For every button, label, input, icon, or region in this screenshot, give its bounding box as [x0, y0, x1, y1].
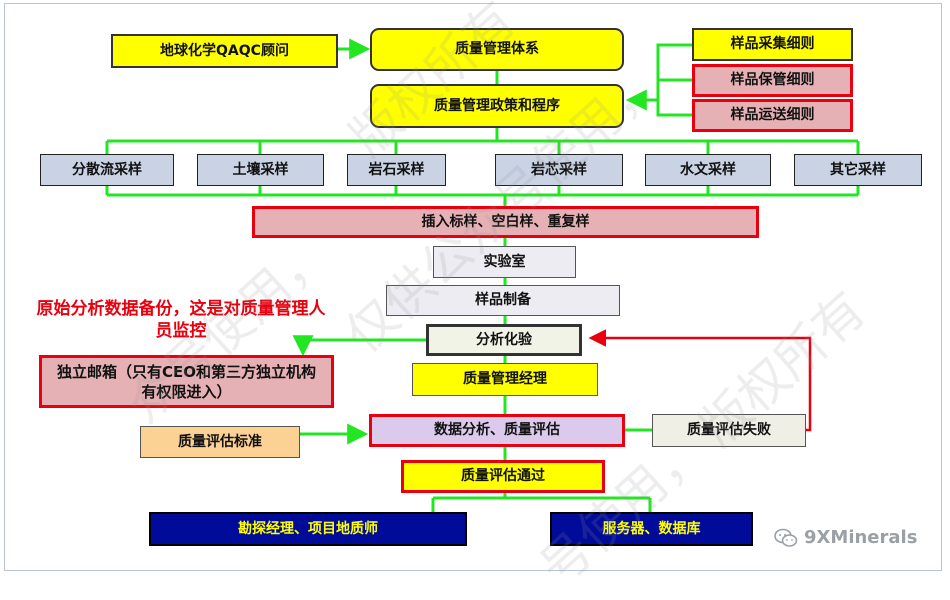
sampling-hydro-box: 水文采样: [645, 154, 771, 186]
sample-transport-rules-box: 样品运送细则: [692, 99, 853, 132]
outer-frame: [4, 3, 942, 571]
laboratory-box: 实验室: [433, 246, 576, 278]
qa-failed-box: 质量评估失败: [652, 414, 806, 447]
sampling-other-box: 其它采样: [794, 154, 922, 186]
brand-mark: 9XMinerals: [774, 527, 917, 548]
brand-name: 9XMinerals: [804, 527, 918, 548]
data-analysis-box: 数据分析、质量评估: [369, 414, 625, 447]
independent-mailbox-box: 独立邮箱（只有CEO和第三方独立机构有权限进入）: [39, 355, 334, 408]
link-rules-bracket: [656, 43, 692, 117]
backup-note: 原始分析数据备份，这是对质量管理人员监控: [36, 299, 326, 341]
quality-management-system-box: 质量管理体系: [370, 28, 624, 71]
sample-storage-rules-box: 样品保管细则: [692, 64, 853, 97]
insert-standards-box: 插入标样、空白样、重复样: [252, 206, 759, 238]
link-failed-to-analysis: [588, 329, 812, 432]
sampling-top-drops: [105, 141, 860, 154]
sample-collection-rules-box: 样品采集细则: [692, 28, 853, 61]
sampling-bottom-rises: [105, 186, 860, 195]
link-analysis-to-mailbox: [292, 335, 426, 357]
qa-passed-box: 质量评估通过: [401, 460, 605, 493]
sample-preparation-box: 样品制备: [386, 285, 620, 316]
quality-manager-box: 质量管理经理: [412, 363, 598, 396]
connector-layer: [105, 38, 860, 512]
sampling-soil-box: 土壤采样: [197, 154, 324, 186]
server-database-box: 服务器、数据库: [550, 512, 753, 546]
wechat-icon: [774, 528, 798, 548]
link-passed-to-outputs: [431, 493, 652, 512]
exploration-manager-box: 勘探经理、项目地质师: [149, 512, 467, 546]
sampling-rock-box: 岩石采样: [347, 154, 446, 186]
qa-criteria-box: 质量评估标准: [140, 426, 300, 458]
qaqc-advisor-box: 地球化学QAQC顾问: [111, 34, 338, 68]
diagram-canvas: 地球化学QAQC顾问 质量管理体系 质量管理政策和程序 样品采集细则 样品保管细…: [4, 0, 942, 597]
sampling-core-box: 岩芯采样: [495, 154, 623, 186]
quality-policy-procedures-box: 质量管理政策和程序: [370, 84, 624, 128]
sampling-stream-sediment-box: 分散流采样: [40, 154, 174, 186]
analysis-box: 分析化验: [426, 324, 582, 356]
